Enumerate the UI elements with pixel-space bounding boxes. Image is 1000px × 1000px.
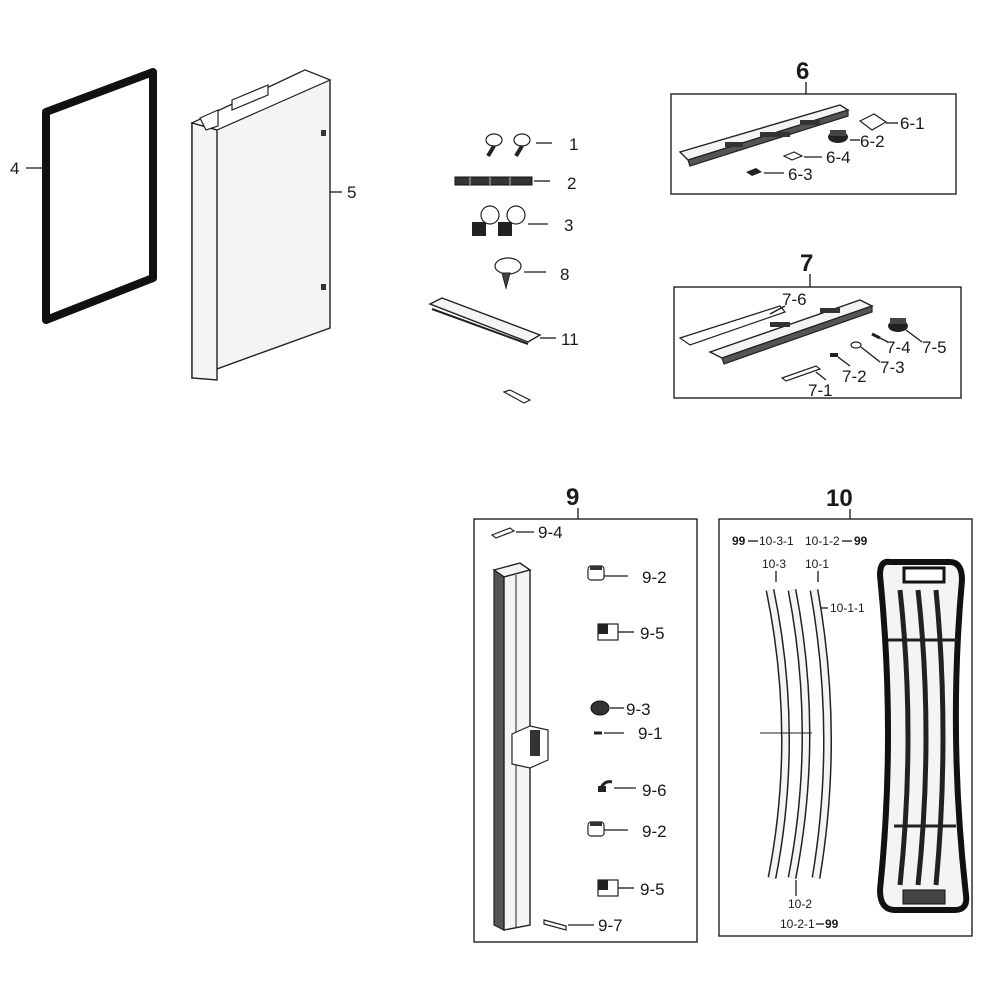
screw-part-8 (494, 257, 522, 290)
part-label-11: 11 (561, 330, 579, 349)
cap-part-9-2-top (587, 565, 605, 581)
hinge-clip-9-4 (490, 527, 516, 539)
part-label-7-2: 7-2 (842, 367, 867, 386)
pin-part-7-4 (871, 332, 881, 340)
group-box-10 (718, 518, 973, 937)
group-box-7 (673, 286, 962, 399)
group-label-10: 10 (826, 485, 853, 512)
part-label-9-1: 9-1 (638, 724, 663, 743)
part-label-10-3: 10-3 (762, 557, 786, 571)
door-panel-part (190, 69, 332, 381)
cap-part-9-3 (590, 700, 610, 716)
part-label-10-2: 10-2 (788, 897, 812, 911)
pad-part-6-3 (746, 168, 762, 176)
part-label-7-4: 7-4 (886, 338, 911, 357)
lower-hinge-bracket-part (678, 299, 874, 365)
part-label-9-2a: 9-2 (642, 568, 667, 587)
part-label-9-2b: 9-2 (642, 822, 667, 841)
part-label-9-7: 9-7 (598, 916, 623, 935)
door-gasket-part (42, 68, 157, 324)
part-label-9-3: 9-3 (626, 700, 651, 719)
part-label-1: 1 (569, 135, 578, 154)
part-label-10-1-2: 10-1-2 (805, 534, 840, 548)
gasket-strips-part (760, 589, 832, 879)
upper-hinge-bracket-part (678, 104, 850, 167)
handle-bar-part-11 (428, 297, 542, 345)
cap-part-9-2-bottom (587, 821, 605, 837)
part-label-8: 8 (560, 265, 569, 284)
part-label-6-1: 6-1 (900, 114, 925, 133)
group-box-6 (670, 93, 957, 195)
hinge-plate-6-1 (858, 113, 888, 131)
block-part-9-5-bottom (597, 879, 619, 897)
part-label-6-2: 6-2 (860, 132, 885, 151)
gasket-tray-part (876, 558, 970, 913)
leader-line-7-6 (769, 305, 786, 315)
cam-part-6-2 (828, 130, 848, 143)
part-label-9-5a: 9-5 (640, 624, 665, 643)
part-label-10-3-1: 10-3-1 (759, 534, 794, 548)
part-label-4: 4 (10, 159, 19, 178)
bolt-part-3 (472, 205, 526, 236)
clip-part-9-6 (598, 780, 613, 792)
part-label-3: 3 (564, 216, 573, 235)
group-label-9: 9 (566, 484, 579, 511)
washer-part-7-3 (850, 341, 862, 349)
part-label-7-5: 7-5 (922, 338, 947, 357)
part-label-9-5b: 9-5 (640, 880, 665, 899)
part-label-9-6: 9-6 (642, 781, 667, 800)
part-label-9-4: 9-4 (538, 523, 563, 542)
part-label-10-1: 10-1 (805, 557, 829, 571)
leader-line-7-3 (860, 346, 881, 363)
leader-line-7-1 (815, 371, 827, 381)
screw-part-1 (485, 133, 531, 158)
small-clip-part (502, 389, 532, 404)
part-label-10-1-1: 10-1-1 (830, 601, 865, 615)
part-label-7-3: 7-3 (880, 358, 905, 377)
screw-icon-10-2-1: 99 (825, 917, 839, 931)
part-label-6-3: 6-3 (788, 165, 813, 184)
group-label-6: 6 (796, 58, 809, 85)
strip-part-2 (454, 176, 533, 186)
pad-part-7-2 (830, 353, 838, 357)
block-part-9-5-top (597, 623, 619, 641)
group-label-7: 7 (800, 250, 813, 277)
cam-part-7-5 (888, 318, 908, 332)
part-label-7-6: 7-6 (782, 290, 807, 309)
part-label-2: 2 (567, 174, 576, 193)
part-label-7-1: 7-1 (808, 381, 833, 400)
leader-line-7-2 (837, 356, 851, 367)
clip-part-9-7 (543, 919, 567, 931)
part-label-5: 5 (347, 183, 356, 202)
leader-line-7-4 (879, 337, 889, 343)
washer-part-6-4 (782, 151, 804, 161)
screw-icon-10-3-1: 99 (732, 534, 746, 548)
screw-icon-10-1-2: 99 (854, 534, 868, 548)
vertical-rail-part (492, 562, 549, 931)
bar-part-7-1 (780, 365, 822, 382)
part-label-6-4: 6-4 (826, 148, 851, 167)
group-box-9 (473, 518, 698, 943)
part-label-10-2-1: 10-2-1 (780, 917, 815, 931)
leader-line-7-5 (905, 329, 923, 343)
